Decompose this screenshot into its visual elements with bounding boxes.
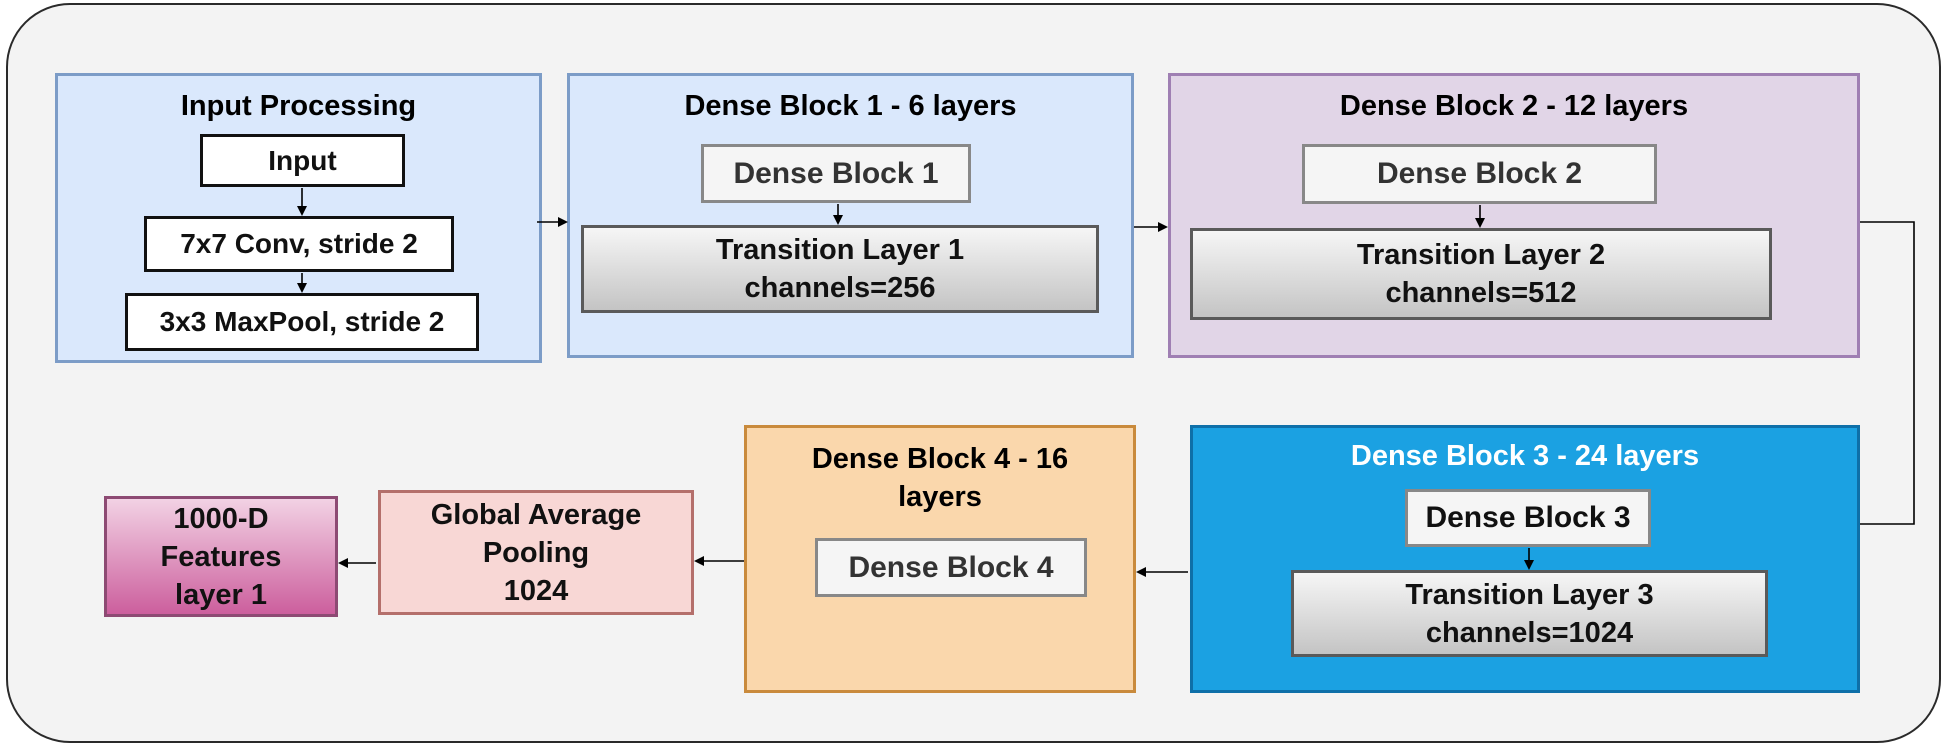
dense-block-4-node: Dense Block 4 xyxy=(815,538,1087,597)
dense-block-2-title: Dense Block 2 - 12 layers xyxy=(1339,90,1689,122)
transition-layer-2-node: Transition Layer 2 channels=512 xyxy=(1190,228,1772,320)
wire-dense2-to-dense3 xyxy=(1860,221,1915,525)
dense-block-3-title: Dense Block 3 - 24 layers xyxy=(1350,440,1700,472)
maxpool-node: 3x3 MaxPool, stride 2 xyxy=(125,293,479,351)
dense-block-4-title: Dense Block 4 - 16 layers xyxy=(811,443,1069,513)
transition-layer-1-node: Transition Layer 1 channels=256 xyxy=(581,225,1099,313)
global-average-pooling-node: Global Average Pooling 1024 xyxy=(378,490,694,615)
dense-block-1-title: Dense Block 1 - 6 layers xyxy=(684,90,1017,122)
dense-block-2-node: Dense Block 2 xyxy=(1302,144,1657,204)
input-processing-title: Input Processing xyxy=(180,90,417,122)
dense-block-3-node: Dense Block 3 xyxy=(1405,489,1651,547)
features-node: 1000-D Features layer 1 xyxy=(104,496,338,617)
transition-layer-3-node: Transition Layer 3 channels=1024 xyxy=(1291,570,1768,657)
input-node: Input xyxy=(200,134,405,187)
conv-node: 7x7 Conv, stride 2 xyxy=(144,216,454,272)
dense-block-1-node: Dense Block 1 xyxy=(701,144,971,203)
